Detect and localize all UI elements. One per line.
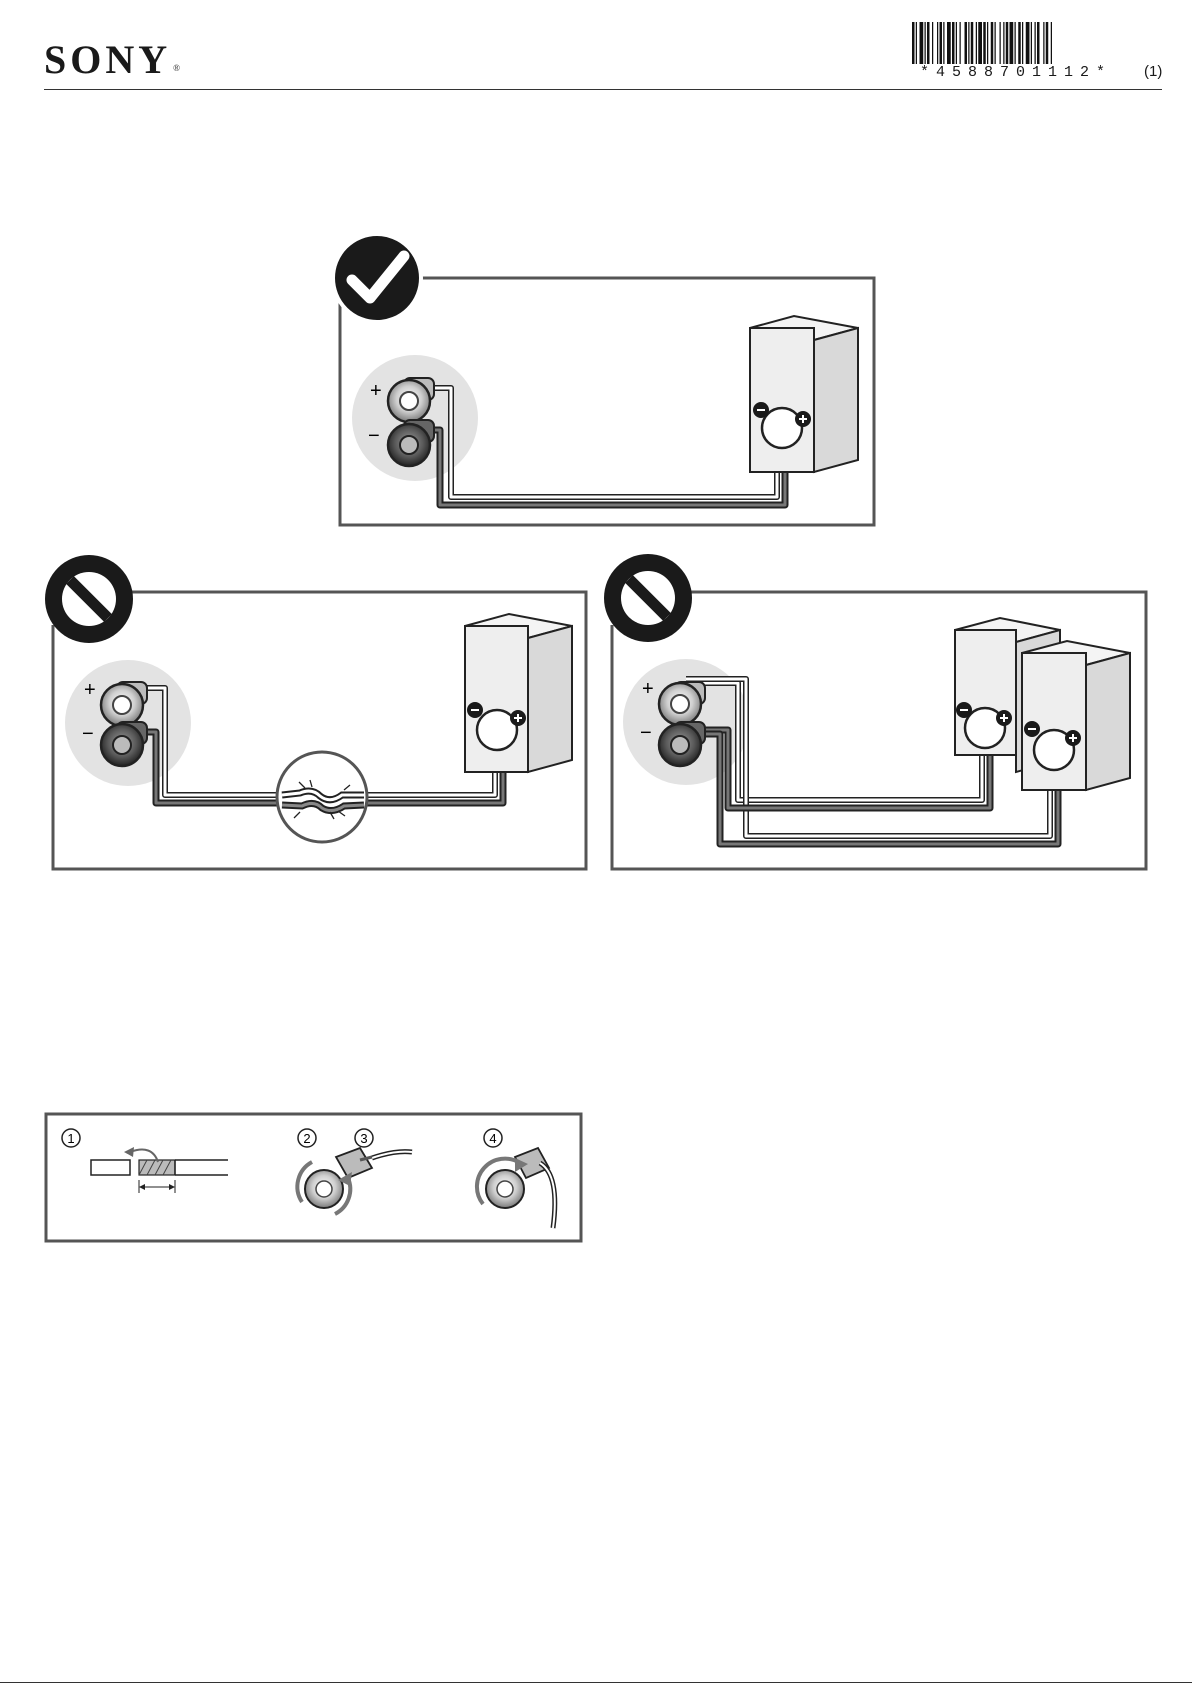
terminal-plus-label: +	[370, 380, 382, 402]
prohibited-icon	[604, 554, 692, 642]
check-mark-icon	[333, 234, 421, 322]
terminal-minus-label: −	[368, 425, 380, 447]
loosen-terminal-illustration	[297, 1148, 412, 1214]
step-number: 3	[360, 1131, 367, 1146]
terminal-minus-label: −	[82, 723, 94, 745]
step-number: 1	[67, 1131, 74, 1146]
speaker	[465, 614, 572, 772]
splice-magnifier	[277, 752, 367, 842]
step-number: 4	[489, 1131, 496, 1146]
speaker-right	[1022, 641, 1130, 790]
wire-connection-steps: 1 2 3 4	[46, 1114, 581, 1241]
tighten-terminal-illustration	[477, 1148, 555, 1228]
prohibited-icon	[45, 555, 133, 643]
strip-insulation-illustration	[91, 1147, 228, 1193]
terminal-minus-label: −	[640, 722, 652, 744]
panel-correct: + −	[333, 234, 874, 525]
step-number: 2	[303, 1131, 310, 1146]
step-4-number: 4	[484, 1129, 502, 1147]
step-3-number: 3	[355, 1129, 373, 1147]
terminal-plus-label: +	[642, 678, 654, 700]
footer-rule	[0, 1682, 1192, 1683]
terminal-plus-label: +	[84, 679, 96, 701]
speaker	[750, 316, 858, 472]
panel-prohibited-parallel: + −	[604, 554, 1146, 869]
step-2-number: 2	[298, 1129, 316, 1147]
step-1-number: 1	[62, 1129, 80, 1147]
panel-prohibited-spliced: + −	[45, 555, 586, 869]
